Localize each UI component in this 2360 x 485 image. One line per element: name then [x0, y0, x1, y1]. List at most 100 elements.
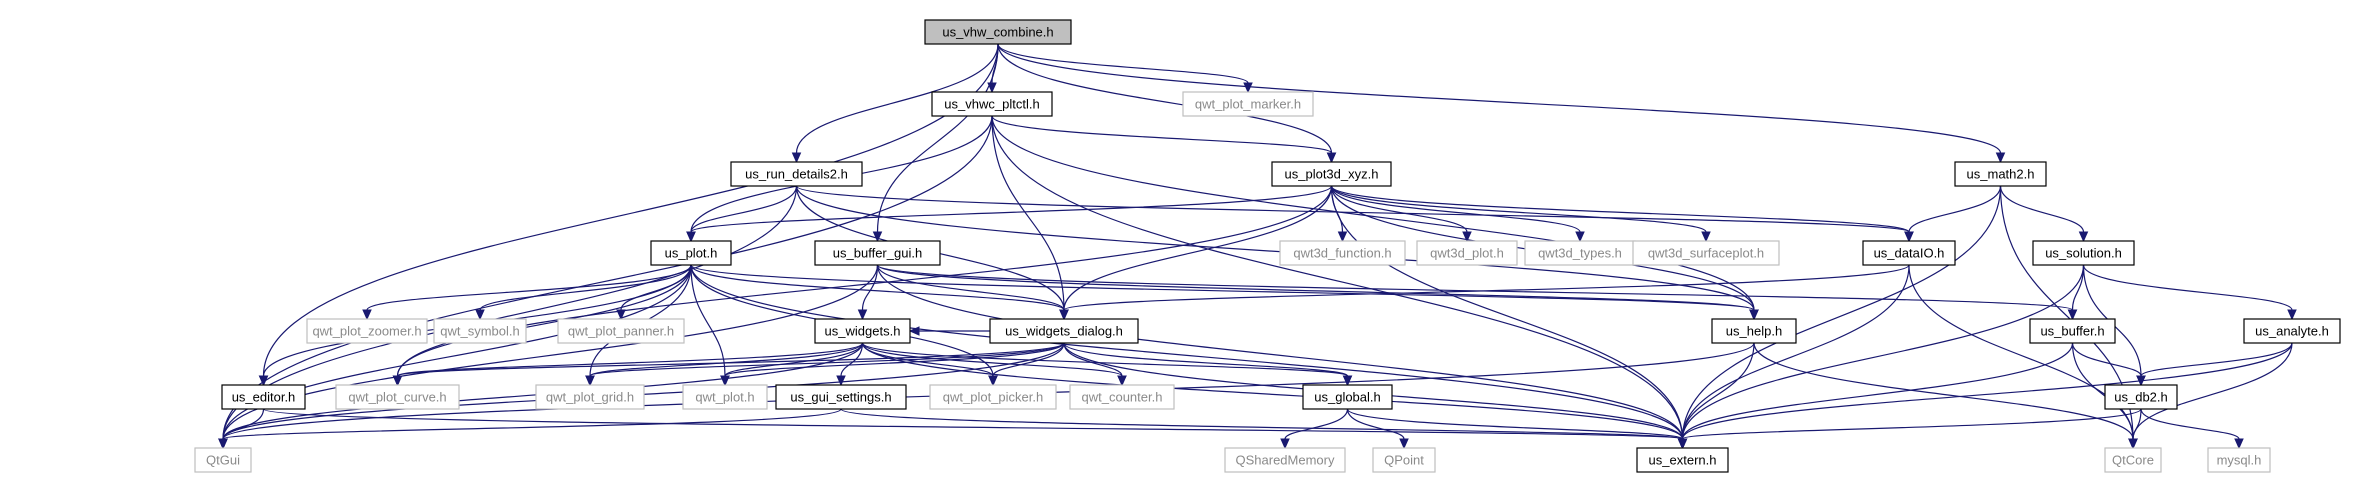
node-us_global[interactable]: us_global.h: [1302, 384, 1393, 410]
edge-us_widgets_dialog-to-qwt_plot: [720, 342, 1065, 387]
node-QtGui: QtGui: [194, 447, 252, 473]
node-us_buffer[interactable]: us_buffer.h: [2029, 318, 2116, 344]
node-label: QSharedMemory: [1236, 453, 1335, 468]
node-us_math2[interactable]: us_math2.h: [1954, 161, 2047, 187]
node-qwt3d_function: qwt3d_function.h: [1279, 240, 1406, 266]
node-box: [730, 161, 863, 187]
node-box: [2207, 447, 2271, 473]
node-label: QtGui: [206, 453, 240, 468]
node-us_analyte[interactable]: us_analyte.h: [2243, 318, 2341, 344]
node-us_plot[interactable]: us_plot.h: [650, 240, 732, 266]
node-box: [924, 19, 1072, 45]
node-qwt3d_types: qwt3d_types.h: [1524, 240, 1636, 266]
node-QPoint: QPoint: [1372, 447, 1436, 473]
edge-us_vhwc_pltctl-to-us_widgets_dialog: [991, 115, 1069, 321]
edge-us_buffer-to-us_extern: [1677, 342, 2074, 450]
edge-us_help-to-QtCore: [1753, 342, 2138, 450]
node-us_widgets_dialog[interactable]: us_widgets_dialog.h: [989, 318, 1139, 344]
node-box: [2104, 447, 2162, 473]
node-box: [433, 318, 527, 344]
node-box: [1862, 240, 1956, 266]
node-box: [335, 384, 460, 410]
edge-us_solution-to-us_buffer: [2067, 264, 2085, 321]
node-qwt_plot_curve: qwt_plot_curve.h: [335, 384, 460, 410]
node-label: us_solution.h: [2045, 246, 2122, 261]
node-us_vhwc_pltctl[interactable]: us_vhwc_pltctl.h: [931, 91, 1053, 117]
node-us_widgets[interactable]: us_widgets.h: [814, 318, 911, 344]
node-us_gui_settings[interactable]: us_gui_settings.h: [775, 384, 907, 410]
edge-us_vhw_combine-to-qwt_plot_marker: [997, 43, 1253, 94]
node-box: [1224, 447, 1346, 473]
edge-us_dataIO-to-QtCore: [1908, 264, 2138, 450]
node-box: [1524, 240, 1636, 266]
node-us_editor[interactable]: us_editor.h: [221, 384, 306, 410]
node-us_dataIO[interactable]: us_dataIO.h: [1862, 240, 1956, 266]
node-us_buffer_gui[interactable]: us_buffer_gui.h: [814, 240, 941, 266]
edge-us_math2-to-us_extern: [1677, 185, 2002, 450]
node-box: [929, 384, 1057, 410]
node-label: us_editor.h: [232, 390, 296, 405]
node-label: us_dataIO.h: [1874, 246, 1945, 261]
node-label: qwt3d_surfaceplot.h: [1648, 246, 1764, 261]
node-label: us_analyte.h: [2255, 324, 2329, 339]
node-box: [1711, 318, 1797, 344]
edge-us_widgets_dialog-to-qwt_plot_grid: [585, 342, 1065, 387]
node-label: qwt_symbol.h: [440, 324, 519, 339]
node-label: qwt3d_plot.h: [1430, 246, 1504, 261]
node-box: [221, 384, 306, 410]
nodes-layer: us_vhw_combine.h us_vhwc_pltctl.h qwt_plot…: [194, 19, 2341, 473]
edge-us_vhw_combine-to-us_math2: [997, 43, 2006, 164]
edge-us_plot3d_xyz-to-qwt3d_plot: [1330, 185, 1472, 243]
edge-us_widgets_dialog-to-us_global: [1063, 342, 1353, 387]
node-label: us_math2.h: [1967, 167, 2035, 182]
node-qwt_plot_grid: qwt_plot_grid.h: [535, 384, 645, 410]
edge-us_buffer_gui-to-us_buffer: [876, 264, 2078, 321]
node-mysql: mysql.h: [2207, 447, 2271, 473]
node-QtCore: QtCore: [2104, 447, 2162, 473]
node-box: [2243, 318, 2341, 344]
node-box: [1416, 240, 1518, 266]
edge-us_buffer_gui-to-us_widgets: [857, 264, 879, 321]
node-box: [1279, 240, 1406, 266]
edge-us_run_details2-to-us_plot: [686, 185, 798, 243]
node-label: qwt3d_function.h: [1293, 246, 1391, 261]
edge-us_plot-to-qwt_plot_zoomer: [362, 264, 692, 321]
node-box: [1182, 91, 1314, 117]
node-box: [814, 318, 911, 344]
edge-us_plot-to-qwt_symbol: [475, 264, 692, 321]
edge-us_widgets_dialog-to-qwt_plot_curve: [392, 342, 1065, 387]
node-us_extern[interactable]: us_extern.h: [1636, 447, 1729, 473]
node-label: us_vhw_combine.h: [942, 25, 1053, 40]
node-label: qwt3d_types.h: [1538, 246, 1622, 261]
node-box: [535, 384, 645, 410]
node-box: [931, 91, 1053, 117]
edge-us_widgets_dialog-to-us_widgets: [908, 326, 990, 336]
node-box: [2104, 384, 2178, 410]
edge-us_help-to-us_extern: [1677, 342, 1755, 450]
node-label: qwt_plot.h: [695, 390, 754, 405]
node-us_vhw_combine[interactable]: us_vhw_combine.h: [924, 19, 1072, 45]
node-label: us_vhwc_pltctl.h: [944, 97, 1039, 112]
edge-us_vhw_combine-to-us_run_details2: [791, 43, 999, 164]
edge-us_global-to-QSharedMemory: [1280, 408, 1349, 450]
node-box: [1636, 447, 1729, 473]
node-box: [814, 240, 941, 266]
edge-us_plot3d_xyz-to-qwt3d_types: [1330, 185, 1585, 243]
node-box: [2029, 318, 2116, 344]
edge-us_global-to-us_extern: [1346, 408, 1688, 450]
node-qwt_plot_picker: qwt_plot_picker.h: [929, 384, 1057, 410]
node-box: [1632, 240, 1780, 266]
edge-us_db2-to-us_extern: [1677, 408, 2142, 450]
node-label: qwt_plot_zoomer.h: [312, 324, 421, 339]
node-us_run_details2[interactable]: us_run_details2.h: [730, 161, 863, 187]
node-qwt3d_plot: qwt3d_plot.h: [1416, 240, 1518, 266]
node-us_plot3d_xyz[interactable]: us_plot3d_xyz.h: [1271, 161, 1392, 187]
node-us_help[interactable]: us_help.h: [1711, 318, 1797, 344]
node-us_solution[interactable]: us_solution.h: [2032, 240, 2135, 266]
node-label: us_gui_settings.h: [790, 390, 891, 405]
node-us_db2[interactable]: us_db2.h: [2104, 384, 2178, 410]
edge-us_widgets_dialog-to-qwt_counter: [1063, 342, 1127, 387]
node-box: [306, 318, 428, 344]
node-box: [989, 318, 1139, 344]
node-label: us_db2.h: [2114, 390, 2168, 405]
